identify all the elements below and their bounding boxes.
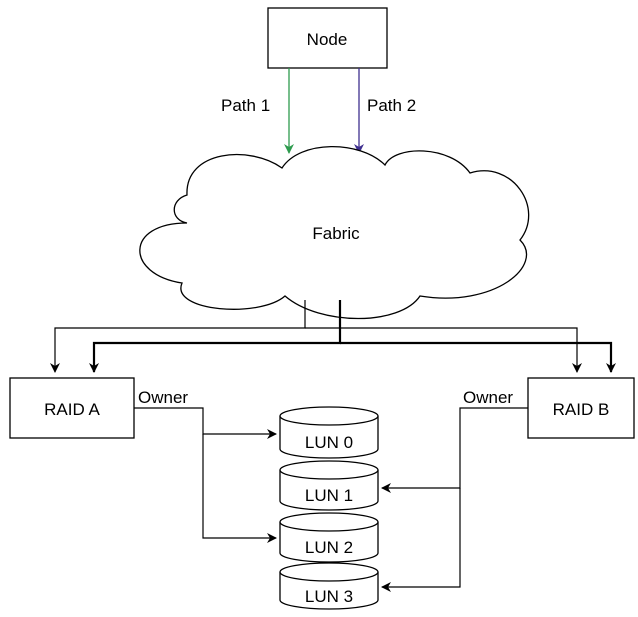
lun-0-label: LUN 0 xyxy=(305,433,353,452)
raid-b-owner-connectors xyxy=(381,407,528,592)
raid-a-owner-label: Owner xyxy=(138,388,188,407)
raid-b-owner-label: Owner xyxy=(463,388,513,407)
lun-3-label: LUN 3 xyxy=(305,587,353,606)
raid-a-label: RAID A xyxy=(44,400,100,419)
node-box: Node xyxy=(267,7,388,69)
lun-1-label: LUN 1 xyxy=(305,486,353,505)
node-label: Node xyxy=(307,30,348,49)
path-1-label: Path 1 xyxy=(221,96,270,115)
lun-0-cylinder: LUN 0 xyxy=(279,406,379,459)
fabric-connectors xyxy=(50,300,616,373)
fabric-label: Fabric xyxy=(312,224,360,243)
raid-a-owner-connectors xyxy=(134,407,277,543)
lun-1-cylinder: LUN 1 xyxy=(279,460,379,511)
lun-3-cylinder: LUN 3 xyxy=(279,562,379,610)
raid-b-label: RAID B xyxy=(553,400,610,419)
path-2-label: Path 2 xyxy=(367,96,416,115)
lun-2-cylinder: LUN 2 xyxy=(279,512,379,563)
raid-b-box: RAID B xyxy=(527,377,635,439)
raid-a-box: RAID A xyxy=(9,377,135,439)
lun-2-label: LUN 2 xyxy=(305,538,353,557)
fabric-cloud: Fabric xyxy=(139,145,530,320)
